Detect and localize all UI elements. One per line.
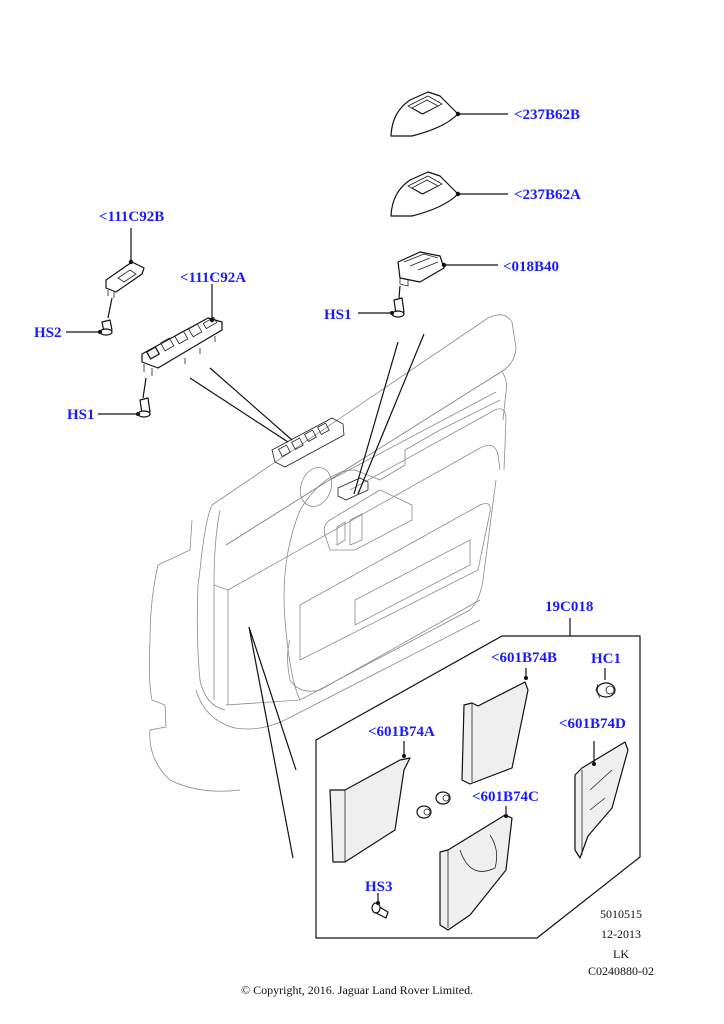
callout-601b74c[interactable]: <601B74C xyxy=(472,789,539,805)
part-601b74c-trim xyxy=(439,806,513,931)
part-237b62b-bezel xyxy=(390,91,508,137)
market-code: LK xyxy=(613,947,629,961)
callout-018b40[interactable]: <018B40 xyxy=(503,259,560,275)
callout-237b62a[interactable]: <237B62A xyxy=(514,187,581,203)
part-018b40-switch xyxy=(397,251,498,299)
callout-601b74d[interactable]: <601B74D xyxy=(559,716,626,732)
callout-237b62b[interactable]: <237B62B xyxy=(514,107,581,123)
illustration-date: 12-2013 xyxy=(601,927,641,941)
illustration-id: C0240880-02 xyxy=(588,964,654,978)
pointer-lines xyxy=(189,333,425,859)
copyright-notice: © Copyright, 2016. Jaguar Land Rover Lim… xyxy=(241,983,474,997)
kit-19c018-box xyxy=(315,618,641,939)
callout-19c018[interactable]: 19C018 xyxy=(545,599,594,615)
part-237b62a-bezel xyxy=(390,171,508,217)
callout-hs1-right[interactable]: HS1 xyxy=(324,307,352,323)
part-601b74a-trim xyxy=(329,741,411,863)
part-601b74d-trim xyxy=(574,741,629,859)
callout-111c92b[interactable]: <111C92B xyxy=(99,209,165,225)
callout-601b74a[interactable]: <601B74A xyxy=(368,724,435,740)
part-hs1-right-screw xyxy=(358,297,405,318)
callout-hs2[interactable]: HS2 xyxy=(34,325,62,341)
callout-hs3[interactable]: HS3 xyxy=(365,879,393,895)
part-retaining-clips xyxy=(416,791,451,819)
callout-111c92a[interactable]: <111C92A xyxy=(180,270,247,286)
part-hs3-screw xyxy=(371,893,389,919)
door-window-switch-pack xyxy=(271,417,369,501)
callout-hs1-left[interactable]: HS1 xyxy=(67,407,95,423)
reference-number: 5010515 xyxy=(600,907,642,921)
part-hc1-clip xyxy=(595,668,616,699)
part-111c92a-switch-pack xyxy=(141,284,223,399)
part-601b74b-trim xyxy=(461,668,529,785)
callout-hc1[interactable]: HC1 xyxy=(591,651,621,667)
part-111c92b-switch xyxy=(105,228,145,319)
door-trim-panel xyxy=(148,314,517,792)
callout-601b74b[interactable]: <601B74B xyxy=(491,650,558,666)
part-hs1-left-screw xyxy=(98,397,151,418)
part-hs2-screw xyxy=(66,319,113,336)
